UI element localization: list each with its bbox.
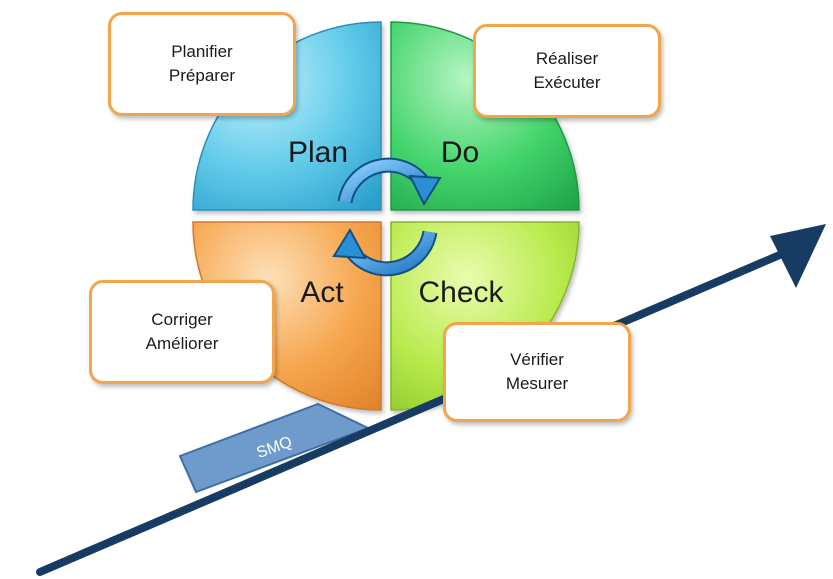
quadrant-label-do: Do (441, 136, 479, 169)
note-do-line1: Réaliser (535, 49, 599, 68)
note-plan-line1: Planifier (171, 42, 233, 61)
note-plan-line2: Préparer (168, 66, 236, 85)
quadrant-label-check: Check (418, 276, 504, 309)
quadrant-label-act: Act (300, 276, 344, 309)
smq-wedge: SMQ (178, 402, 371, 494)
note-act-line2: Améliorer (145, 334, 219, 353)
upward-arrow-icon (36, 224, 826, 576)
circular-arrows-icon (332, 157, 442, 277)
note-do: Réaliser Exécuter (473, 24, 661, 118)
note-do-line2: Exécuter (533, 73, 601, 92)
note-check-line1: Vérifier (510, 350, 564, 369)
note-check: Vérifier Mesurer (443, 322, 631, 422)
note-plan: Planifier Préparer (108, 12, 296, 116)
note-check-line2: Mesurer (505, 374, 569, 393)
quadrant-label-plan: Plan (288, 136, 348, 169)
note-act: Corriger Améliorer (89, 280, 275, 384)
note-act-line1: Corriger (151, 310, 213, 329)
